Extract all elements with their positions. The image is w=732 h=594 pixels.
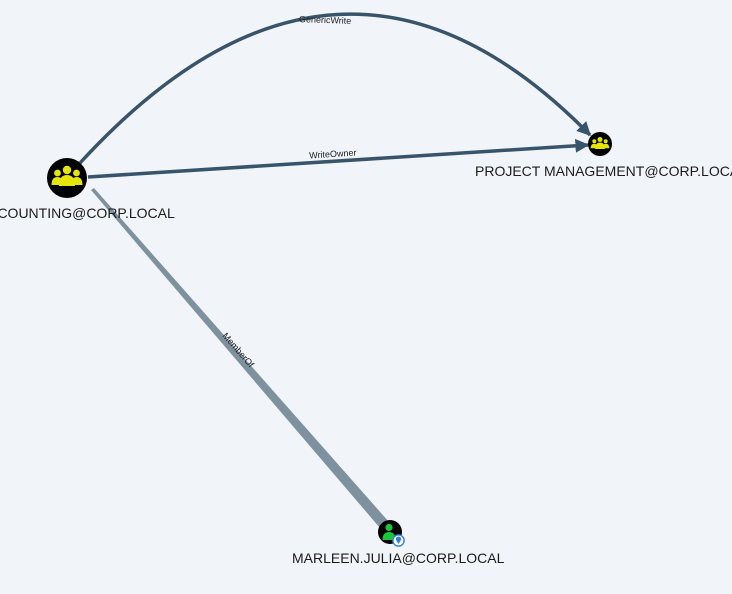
edge-label-member-of: MemberOf [221, 331, 257, 370]
node-label-accounting: ACCOUNTING@CORP.LOCAL [0, 205, 175, 221]
edge-label-write-owner: WriteOwner [309, 148, 357, 161]
edge-generic-write[interactable]: GenericWrite [78, 12, 592, 165]
user-icon [382, 523, 396, 540]
edge-write-owner[interactable]: WriteOwner [87, 138, 590, 179]
node-marleen-julia[interactable] [378, 520, 405, 547]
group-icon [51, 165, 83, 186]
node-accounting[interactable] [47, 158, 87, 198]
node-label-marleen-julia: MARLEEN.JULIA@CORP.LOCAL [292, 550, 505, 566]
node-project-management[interactable] [588, 132, 612, 156]
location-pin-icon [392, 534, 405, 547]
edge-member-of[interactable]: MemberOf [91, 188, 389, 528]
node-label-project-management: PROJECT MANAGEMENT@CORP.LOCAL [475, 163, 732, 179]
group-icon [590, 137, 610, 149]
edge-label-generic-write: GenericWrite [299, 14, 352, 26]
